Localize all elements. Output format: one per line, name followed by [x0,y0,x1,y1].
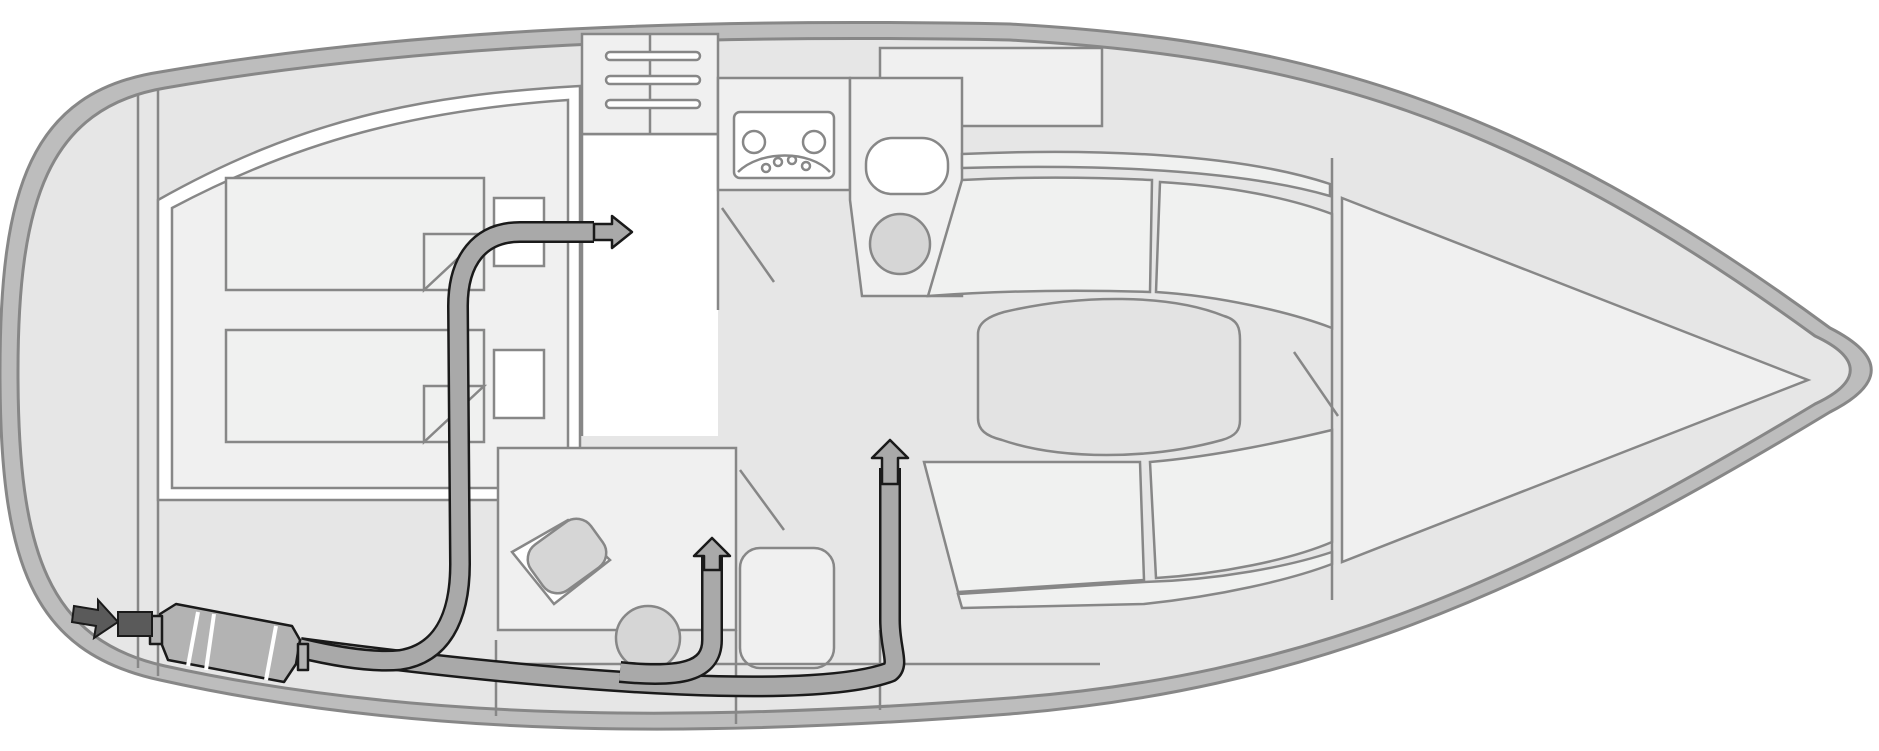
heads-toilet [868,212,932,276]
forward-cabin [1340,196,1812,564]
companionway-floor [582,136,718,436]
locker-lower [492,348,546,420]
outlet-arrow-nav [692,536,732,572]
duct-main-to-bow [298,468,903,695]
v-berth-cushion [1340,196,1812,564]
stove-knob-3 [786,154,798,166]
heads-compartment [848,76,964,298]
heater-connector-right [296,642,310,672]
heads-basin [864,136,950,196]
cabin-heater [70,597,310,684]
stove-knob-2 [772,156,784,168]
stove-burner-right [801,129,827,155]
aft-cabin-area [136,84,582,676]
nav-chair [526,517,608,595]
saloon [922,150,1340,610]
saloon-table [976,297,1242,457]
companionway [580,32,720,436]
heater-air-inlet [117,611,153,637]
stove-rail [737,154,831,173]
galley-door-swing [720,207,776,283]
settee-upper-back [960,150,1332,198]
settee-lower-back [922,460,1146,594]
aft-locker-box [738,546,836,670]
stove-knob-4 [800,160,812,172]
duct-branch-nav [619,550,721,683]
saloon-door-swing [1292,351,1340,417]
duct-outlets [592,214,910,572]
duct-main-to-aft-cabin [298,223,594,670]
step-2 [604,74,702,86]
step-3 [604,98,702,110]
heating-ducts [297,221,906,698]
arrow-right-icon [70,597,120,641]
heater-band-2 [204,613,216,671]
stove-knob-1 [760,162,772,174]
stove-burner-left [741,129,767,155]
nav-station [494,446,1100,724]
step-1 [604,50,702,62]
heater-band-1 [186,611,200,667]
outlet-arrow-saloon [870,438,910,486]
outlet-arrow-aft-cabin [592,214,634,250]
heater-band-3 [264,625,278,681]
nav-door-swing [738,469,786,531]
galley-stove [732,110,836,180]
settee-upper-seat [926,176,1154,298]
nav-station-bin [614,604,682,672]
